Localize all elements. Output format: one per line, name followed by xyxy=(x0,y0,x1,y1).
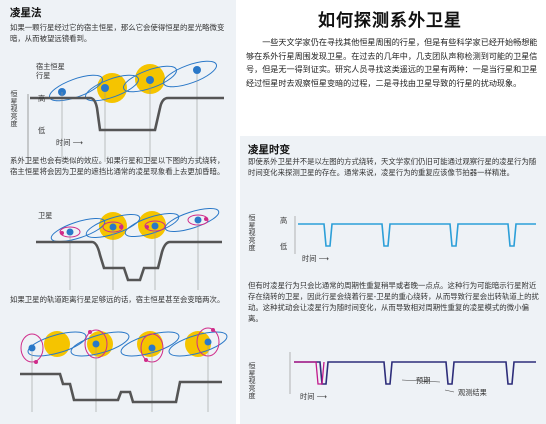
ttv-paragraph-2: 但有时凌星行为只会比通常的周期性重复稍早或者晚一点点。这种行为可能暗示行星附近存… xyxy=(248,281,539,323)
moon-icon xyxy=(60,217,208,235)
ttv-heading: 凌星时变 xyxy=(248,144,290,156)
ttv-axis-time-2: 时间 ⟶ xyxy=(300,392,327,401)
ttv-panel: 凌星时变 即使系外卫星并不是以左图的方式绕转，天文学家们仍旧可能通过观察行星的凌… xyxy=(240,136,546,424)
axis-time-1: 时间 ⟶ xyxy=(56,138,83,147)
page-title: 如何探测系外卫星 xyxy=(318,11,462,31)
axis-brightness-1: 恒星视亮度 xyxy=(10,90,18,128)
axis-low-1: 低 xyxy=(38,126,46,135)
ttv-axis-high-1: 高 xyxy=(280,216,288,225)
transit-paragraph-1: 如果一颗行星经过它的宿主恒星，那么它会使得恒星的星光略微变暗，从而被望远镜看到。 xyxy=(10,23,225,43)
legend-observed: 观测结果 xyxy=(458,388,487,397)
moon-icon xyxy=(34,328,215,364)
star-planet-label: 宿主恒星 行星 xyxy=(36,62,65,80)
arrow-right-icon: ⟶ xyxy=(70,138,83,147)
ttv-axis-brightness-1: 恒星视亮度 xyxy=(248,214,256,252)
transit-heading: 凌星法 xyxy=(10,7,42,19)
ttv-diagram-2 xyxy=(289,352,536,394)
planet-icon xyxy=(66,216,202,236)
star-icon xyxy=(97,64,165,103)
intro-paragraph: 一些天文学家仍在寻找其他恒星周围的行星，但是有些科学家已经开始畅想能够在系外行星… xyxy=(246,37,538,88)
transit-diagram-2 xyxy=(36,207,222,290)
planet-icon xyxy=(28,338,212,352)
transit-paragraph-2: 系外卫星也会有类似的效应。如果行星和卫星以下图的方式绕转，宿主恒星将会因为卫星的… xyxy=(10,156,225,176)
star-icon xyxy=(44,331,211,357)
ttv-axis-low-1: 低 xyxy=(280,242,288,251)
planet-icon xyxy=(58,66,201,96)
axis-high-1: 高 xyxy=(38,94,46,103)
ttv-axis-brightness-2: 恒星视亮度 xyxy=(248,362,256,400)
ttv-axis-time-1: 时间 ⟶ xyxy=(302,254,329,263)
transit-diagram-1 xyxy=(27,60,224,164)
arrow-right-icon: ⟶ xyxy=(316,254,329,263)
transit-paragraph-3: 如果卫星的轨道距离行星足够远的话，宿主恒星甚至会变暗两次。 xyxy=(10,295,225,304)
ttv-paragraph-1: 即使系外卫星并不是以左图的方式绕转，天文学家们仍旧可能通过观察行星的凌星行为随时… xyxy=(248,157,537,177)
transit-diagram-3 xyxy=(20,327,228,412)
moon-label: 卫星 xyxy=(38,211,53,220)
transit-panel: 凌星法 如果一颗行星经过它的宿主恒星，那么它会使得恒星的星光略微变暗，从而被望远… xyxy=(0,0,236,424)
legend-predicted: 预期 xyxy=(416,376,431,385)
ttv-diagram-1 xyxy=(294,216,536,254)
arrow-right-icon: ⟶ xyxy=(314,392,327,401)
